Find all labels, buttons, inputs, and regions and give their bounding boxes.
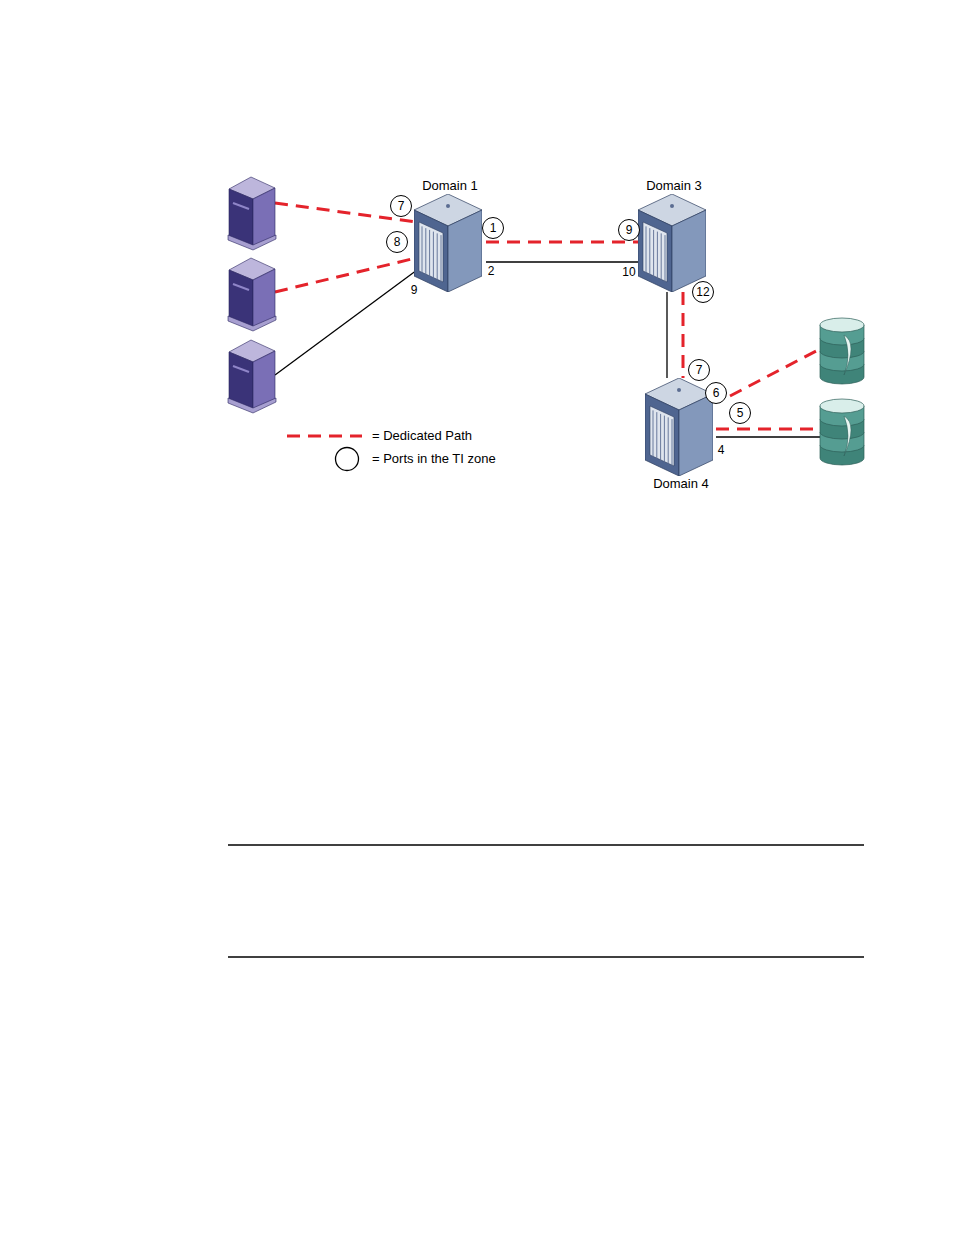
port-number: 5 <box>737 407 744 419</box>
switch-icon <box>414 194 482 292</box>
server-icon <box>228 258 276 331</box>
switch-slot <box>653 410 654 457</box>
switch-slot <box>429 230 430 277</box>
switch-face <box>414 210 448 292</box>
legend-dash-sample <box>287 435 362 438</box>
port-circle: 7 <box>688 359 710 381</box>
legend-circle-sample <box>336 448 359 471</box>
switch-led <box>446 204 450 208</box>
storage-top <box>820 318 864 332</box>
port-number: 10 <box>621 265 636 279</box>
storage-icon <box>820 318 864 384</box>
server-bay <box>233 203 249 209</box>
switch-heading: Domain 3 <box>638 178 710 194</box>
dedicated-path <box>486 241 638 244</box>
dedicated-path-line <box>716 428 820 431</box>
switch-face <box>448 210 482 292</box>
isl-link <box>666 292 667 378</box>
port-number: 1 <box>490 222 497 234</box>
switch-icon <box>645 378 713 476</box>
legend-text: = Ports in the TI zone <box>372 451 496 466</box>
switch-icon <box>638 194 706 292</box>
switch-face <box>672 210 706 292</box>
switch-panel <box>650 406 674 466</box>
switch-face <box>679 394 713 476</box>
link-line <box>275 270 417 375</box>
server-bay <box>233 366 249 372</box>
storage-emblem <box>844 416 851 456</box>
switch-slot <box>660 414 661 461</box>
switch-heading: Domain 4 <box>645 476 717 492</box>
port-circle: 7 <box>390 195 412 217</box>
legend-item: = Dedicated Path <box>372 428 472 444</box>
port-number: 12 <box>696 286 709 298</box>
dedicated-path <box>682 292 685 378</box>
switch-face <box>638 210 672 292</box>
switch-slot <box>653 230 654 277</box>
server-face <box>228 398 276 413</box>
switch-slot <box>425 228 426 275</box>
port-number: 7 <box>696 364 703 376</box>
legend-item: = Ports in the TI zone <box>372 451 496 467</box>
switch-face <box>645 394 679 476</box>
switch-node: Domain 3 <box>638 178 710 292</box>
switch-slot <box>656 412 657 459</box>
dedicated-path-line <box>730 350 818 396</box>
port-circle: 12 <box>692 281 714 303</box>
switch-slot <box>672 419 673 466</box>
port-circle: 6 <box>705 382 727 404</box>
switch-panel <box>419 222 443 282</box>
port-number: 7 <box>398 200 405 212</box>
switch-slot <box>657 232 658 279</box>
port-circle: 8 <box>386 231 408 253</box>
switch-slot <box>661 233 662 280</box>
port-circle: 1 <box>482 217 504 239</box>
isl-link <box>486 261 638 262</box>
server-face <box>228 316 276 331</box>
legend-text: = Dedicated Path <box>372 428 472 443</box>
switch-slot <box>441 235 442 282</box>
port-circle: 9 <box>618 219 640 241</box>
switch-slot <box>422 226 423 273</box>
storage-top <box>820 399 864 413</box>
storage-emblem <box>844 335 851 375</box>
switch-led <box>677 388 681 392</box>
switch-node: Domain 1 <box>414 178 486 292</box>
storage-icon <box>820 399 864 465</box>
port-number: 6 <box>713 387 720 399</box>
switch-slot <box>665 235 666 282</box>
switch-heading: Domain 1 <box>414 178 486 194</box>
switch-slot <box>433 232 434 279</box>
server-icon <box>228 177 276 250</box>
rule-line <box>228 844 864 845</box>
switch-led <box>670 204 674 208</box>
rule-line <box>228 956 864 957</box>
switch-slot <box>649 228 650 275</box>
port-number: 9 <box>410 283 419 297</box>
link-line <box>716 436 820 437</box>
port-number: 9 <box>626 224 633 236</box>
server-face <box>228 235 276 250</box>
switch-slot <box>668 417 669 464</box>
switch-slot <box>646 226 647 273</box>
server-icon <box>228 340 276 413</box>
port-number: 4 <box>717 443 726 457</box>
port-number: 8 <box>394 236 401 248</box>
port-number: 2 <box>487 264 496 278</box>
switch-slot <box>664 416 665 463</box>
server-bay <box>233 284 249 290</box>
switch-panel <box>643 222 667 282</box>
switch-slot <box>437 233 438 280</box>
port-circle: 5 <box>729 402 751 424</box>
